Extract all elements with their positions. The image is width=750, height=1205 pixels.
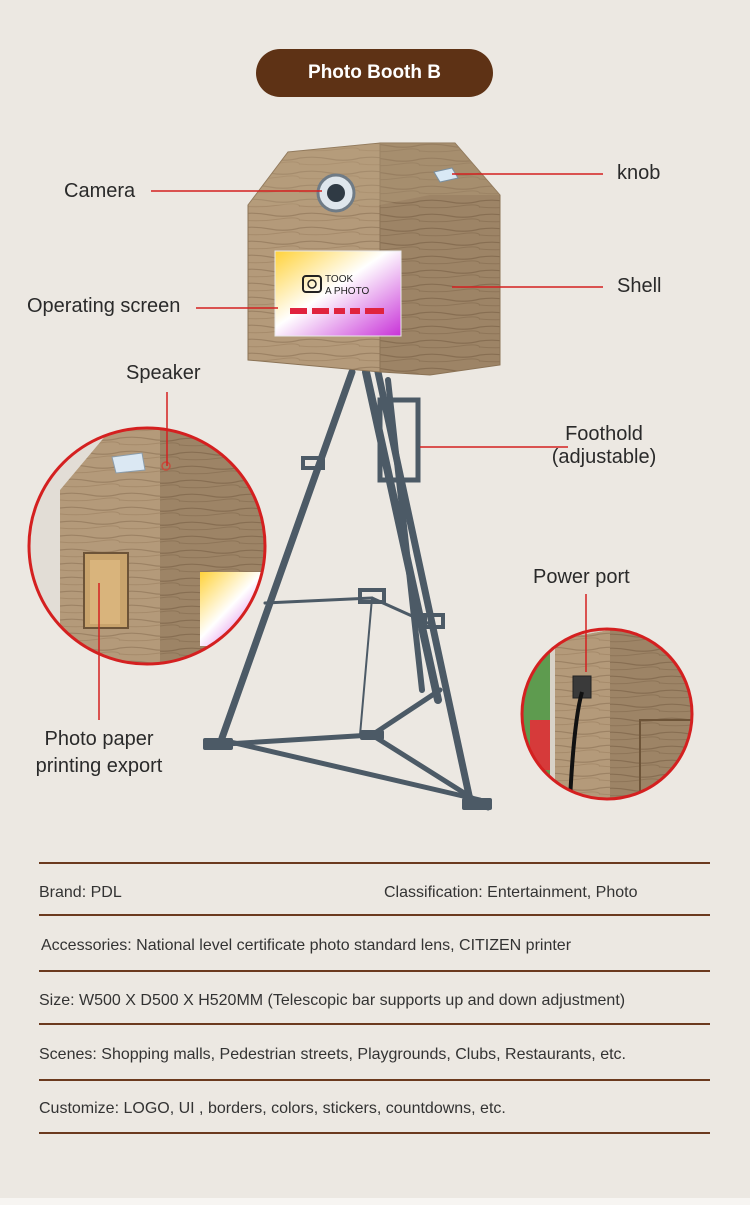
divider bbox=[39, 862, 710, 864]
divider bbox=[39, 1023, 710, 1025]
label-operating-screen: Operating screen bbox=[27, 295, 181, 317]
speaker-icon bbox=[161, 461, 171, 471]
spec-row-size: Size: W500 X D500 X H520MM (Telescopic b… bbox=[39, 992, 710, 1010]
screen-line1: TOOK bbox=[325, 274, 353, 285]
tripod-stand bbox=[207, 368, 491, 811]
spec-brand-label: Brand: bbox=[39, 884, 87, 901]
spec-scenes-value: Shopping malls, Pedestrian streets, Play… bbox=[101, 1046, 626, 1063]
label-power-port: Power port bbox=[533, 566, 630, 588]
spec-size-label: Size: bbox=[39, 992, 75, 1009]
label-photo-paper: Photo paper printing export bbox=[20, 726, 178, 780]
spec-accessories-label: Accessories: bbox=[41, 937, 132, 954]
spec-classification-label: Classification: bbox=[384, 884, 483, 901]
bottom-band bbox=[0, 1198, 750, 1205]
label-foothold: Foothold (adjustable) bbox=[538, 423, 670, 469]
spec-size-value: W500 X D500 X H520MM (Telescopic bar sup… bbox=[79, 992, 626, 1009]
label-foothold-line2: (adjustable) bbox=[551, 446, 657, 468]
label-speaker: Speaker bbox=[126, 362, 201, 384]
label-knob: knob bbox=[617, 162, 661, 184]
spec-row-scenes: Scenes: Shopping malls, Pedestrian stree… bbox=[39, 1046, 710, 1064]
label-camera: Camera bbox=[64, 180, 136, 202]
label-shell: Shell bbox=[617, 275, 662, 297]
spec-brand-value: PDL bbox=[90, 884, 122, 901]
label-foothold-line1: Foothold bbox=[565, 423, 643, 445]
spec-accessories-value: National level certificate photo standar… bbox=[136, 937, 572, 954]
spec-scenes-label: Scenes: bbox=[39, 1046, 97, 1063]
operating-screen bbox=[274, 250, 402, 337]
screen-line2: A PHOTO bbox=[325, 286, 369, 297]
page-title: Photo Booth B bbox=[256, 49, 493, 97]
divider bbox=[39, 914, 710, 916]
spec-row-accessories: Accessories: National level certificate … bbox=[41, 937, 712, 955]
spec-row-customize: Customize: LOGO, UI , borders, colors, s… bbox=[39, 1100, 710, 1118]
speaker-zoom-inset bbox=[29, 428, 265, 664]
spec-customize-value: LOGO, UI , borders, colors, stickers, co… bbox=[123, 1100, 506, 1117]
callout-lines bbox=[98, 173, 603, 720]
label-photo-paper-line2: printing export bbox=[35, 755, 163, 777]
divider bbox=[39, 1079, 710, 1081]
knob-icon bbox=[433, 167, 459, 183]
spec-customize-label: Customize: bbox=[39, 1100, 120, 1117]
label-photo-paper-line1: Photo paper bbox=[44, 728, 154, 750]
divider bbox=[39, 970, 710, 972]
power-port-zoom-inset bbox=[522, 629, 692, 799]
divider bbox=[39, 1132, 710, 1134]
spec-row-classification: Classification: Entertainment, Photo bbox=[384, 884, 704, 902]
spec-row-brand: Brand: PDL bbox=[39, 884, 710, 902]
spec-classification-value: Entertainment, Photo bbox=[487, 884, 638, 901]
booth-box: TOOK A PHOTO bbox=[247, 142, 501, 376]
product-illustration: TOOK A PHOTO bbox=[27, 142, 694, 811]
camera-logo-icon bbox=[302, 275, 322, 293]
